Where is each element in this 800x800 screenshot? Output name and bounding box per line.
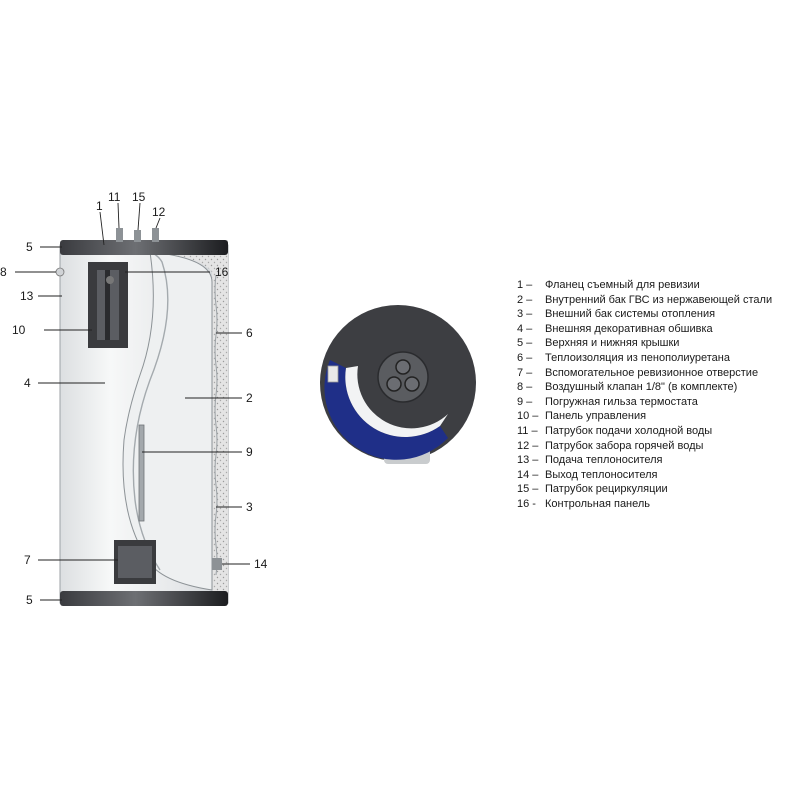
inner-tank-cutaway [122, 251, 213, 591]
legend-item-number: 13 – [517, 454, 539, 467]
legend-item-text: Контрольная панель [545, 497, 651, 510]
legend-item-number: 5 – [517, 337, 533, 350]
hot-water-pipe [152, 228, 159, 242]
legend-item: 1 – Фланец съемный для ревизии [517, 278, 772, 293]
legend-item-text: Патрубок подачи холодной воды [545, 424, 713, 437]
legend-item-number: 14 – [517, 468, 539, 481]
callout-11: 11 [108, 190, 121, 204]
legend-item: 4 – Внешняя декоративная обшивка [517, 322, 772, 337]
legend-item-number: 12 – [517, 439, 539, 452]
tank-wall-line [214, 274, 218, 576]
legend-item: 12 – Патрубок забора горячей воды [517, 439, 772, 454]
air-valve [55, 267, 65, 277]
cold-water-pipe [116, 228, 123, 242]
legend-item-number: 6 – [517, 351, 533, 364]
control-panel-dial [106, 276, 114, 284]
bottom-cap [60, 591, 228, 606]
callout-12: 12 [152, 205, 166, 219]
callout-16: 16 [215, 265, 229, 279]
legend-item-text: Выход теплоносителя [545, 468, 658, 481]
legend-item-number: 7 – [517, 366, 533, 379]
callout-5-bottom: 5 [26, 593, 33, 607]
legend-item: 15 – Патрубок рециркуляции [517, 482, 772, 497]
legend-item-number: 10 – [517, 410, 539, 423]
legend-item-text: Подача теплоносителя [545, 454, 663, 467]
callout-2: 2 [246, 391, 253, 405]
top-view-port-3 [404, 376, 420, 392]
leader-lines [15, 202, 250, 601]
legend-item: 7 – Вспомогательное ревизионное отверстие [517, 366, 772, 381]
legend-item-text: Внутренний бак ГВС из нержавеющей стали [545, 293, 773, 306]
legend-item-text: Верхняя и нижняя крышки [545, 337, 680, 350]
top-view-port-2 [386, 376, 402, 392]
callout-3: 3 [246, 500, 253, 514]
top-view-port-1 [395, 359, 411, 375]
legend-item-text: Вспомогательное ревизионное отверстие [545, 366, 759, 379]
legend-item-number: 11 – [517, 424, 538, 437]
callout-9: 9 [246, 445, 253, 459]
heating-outlet [212, 558, 222, 570]
legend-item-text: Внешний бак системы отопления [545, 308, 716, 321]
legend-item-number: 8 – [517, 381, 533, 394]
legend-item-text: Патрубок забора горячей воды [545, 439, 704, 452]
legend-item-text: Погружная гильза термостата [545, 395, 698, 408]
inspection-hatch-inner [118, 546, 152, 578]
legend-item-number: 1 – [517, 279, 533, 291]
callout-8: 8 [0, 265, 7, 279]
legend-item-text: Панель управления [545, 410, 647, 423]
legend-item: 8 – Воздушный клапан 1/8" (в комплекте) [517, 380, 772, 395]
legend-item-number: 16 - [517, 497, 536, 510]
legend-item: 3 – Внешний бак системы отопления [517, 307, 772, 322]
control-panel-detail [105, 270, 110, 340]
callout-5-top: 5 [26, 240, 33, 254]
legend-item: 16 - Контрольная панель [517, 497, 772, 512]
legend-item: 2 – Внутренний бак ГВС из нержавеющей ста… [517, 293, 772, 308]
legend-item: 10 – Панель управления [517, 409, 772, 424]
legend-item: 11 – Патрубок подачи холодной воды [517, 424, 772, 439]
callout-14: 14 [254, 557, 268, 571]
legend-item: 5 – Верхняя и нижняя крышки [517, 336, 772, 351]
callout-15: 15 [132, 190, 146, 204]
top-view-shell-white [345, 366, 448, 438]
top-cap [60, 240, 228, 255]
callout-4: 4 [24, 376, 31, 390]
legend-item-number: 2 – [517, 293, 533, 306]
legend-item-text: Теплоизоляция из пенополиуретана [545, 351, 730, 364]
legend-item: 14 – Выход теплоносителя [517, 468, 772, 483]
legend-item: 13 – Подача теплоносителя [517, 453, 772, 468]
callout-10: 10 [12, 323, 26, 337]
boiler-front-view [55, 228, 229, 606]
legend-item: 6 – Теплоизоляция из пенополиуретана [517, 351, 772, 366]
callout-7: 7 [24, 553, 31, 567]
boiler-top-view [320, 305, 476, 464]
inner-tank-edge [132, 251, 169, 571]
callout-1: 1 [96, 199, 103, 213]
top-view-shell-cut [324, 360, 448, 460]
legend-item-text: Патрубок рециркуляции [545, 483, 668, 496]
legend-item-text: Фланец съемный для ревизии [545, 279, 700, 291]
callouts: 1 11 15 12 5 8 16 13 10 6 4 2 9 3 7 14 5 [0, 190, 268, 607]
recirculation-pipe [134, 230, 141, 242]
legend-list: 1 – Фланец съемный для ревизии 2 – Внутренн… [517, 278, 772, 512]
legend-item-number: 15 – [517, 483, 539, 496]
legend-item-number: 9 – [517, 395, 533, 408]
callout-13: 13 [20, 289, 34, 303]
callout-6: 6 [246, 326, 253, 340]
legend-item-text: Воздушный клапан 1/8" (в комплекте) [545, 381, 738, 394]
thermostat-sleeve [138, 424, 145, 522]
legend-item-number: 4 – [517, 322, 533, 335]
legend-item: 9 – Погружная гильза термостата [517, 395, 772, 410]
legend-item-number: 3 – [517, 308, 533, 321]
legend-item-text: Внешняя декоративная обшивка [545, 322, 713, 335]
top-view-vent [327, 365, 339, 383]
